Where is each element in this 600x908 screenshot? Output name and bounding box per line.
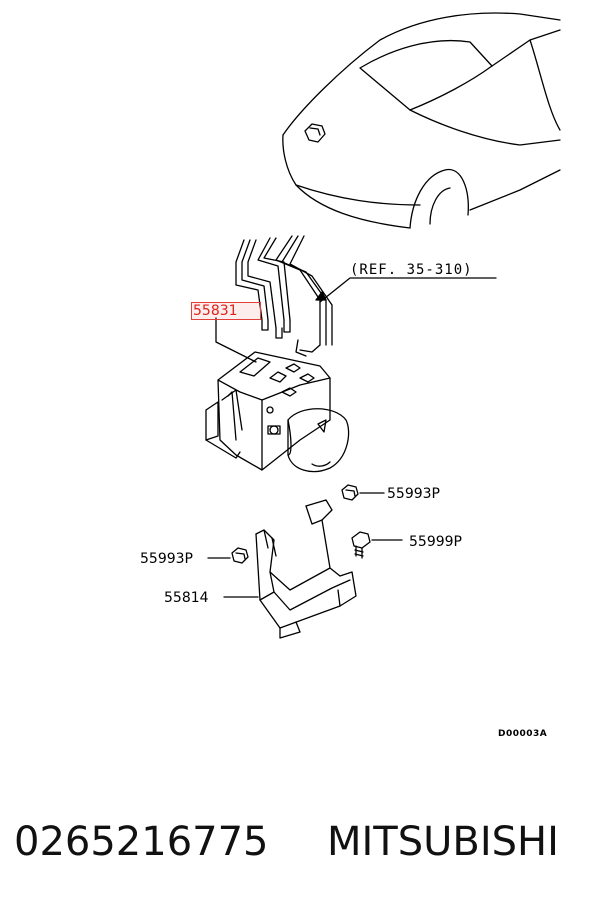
bolt [351,531,403,559]
part-label-bolt[interactable]: 55999P [409,534,462,550]
part-label-nut-left[interactable]: 55993P [140,551,193,567]
nut-left [207,547,249,564]
abs-unit [205,351,350,473]
ref-leader [319,277,497,303]
car-outline [282,12,561,229]
parts-diagram [205,12,561,639]
brake-lines [235,235,333,357]
diagram-code: D00003A [498,729,548,739]
brand-name: MITSUBISHI [327,819,559,865]
bracket [223,499,357,639]
part-leader-55831 [215,317,257,363]
nut-top [341,484,385,501]
part-number: 0265216775 [14,819,269,865]
ref-label: (REF. 35-310) [350,262,473,278]
part-label-nut-top[interactable]: 55993P [387,486,440,502]
highlighted-part-label[interactable]: 55831 [191,302,261,320]
caption: 0265216775 MITSUBISHI [0,812,600,872]
part-label-bracket[interactable]: 55814 [164,590,209,606]
